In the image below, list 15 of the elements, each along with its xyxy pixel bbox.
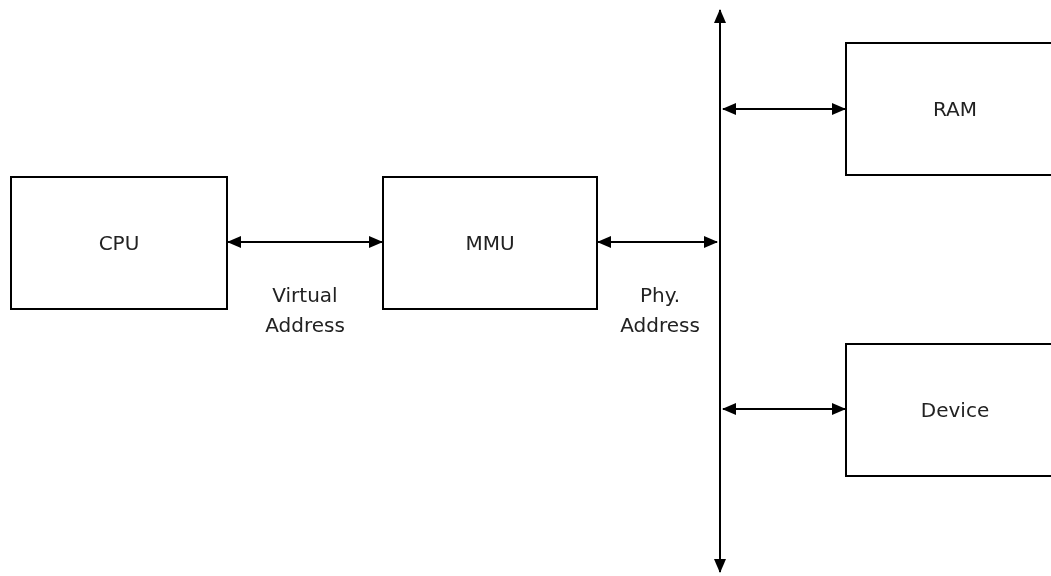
edge-label: Phy. Address — [619, 282, 701, 339]
edge-label: Virtual Address — [264, 282, 346, 339]
double-arrow — [227, 236, 383, 248]
box-label: MMU — [465, 230, 515, 257]
process-box — [845, 42, 1051, 176]
box-label: CPU — [98, 230, 140, 257]
double-arrow — [597, 236, 718, 248]
process-box — [382, 176, 598, 310]
bus-line — [712, 8, 728, 574]
process-box — [845, 343, 1051, 477]
double-arrow — [722, 103, 846, 115]
process-box — [10, 176, 228, 310]
double-arrow — [722, 403, 846, 415]
box-label: RAM — [933, 96, 977, 123]
box-label: Device — [920, 397, 990, 424]
